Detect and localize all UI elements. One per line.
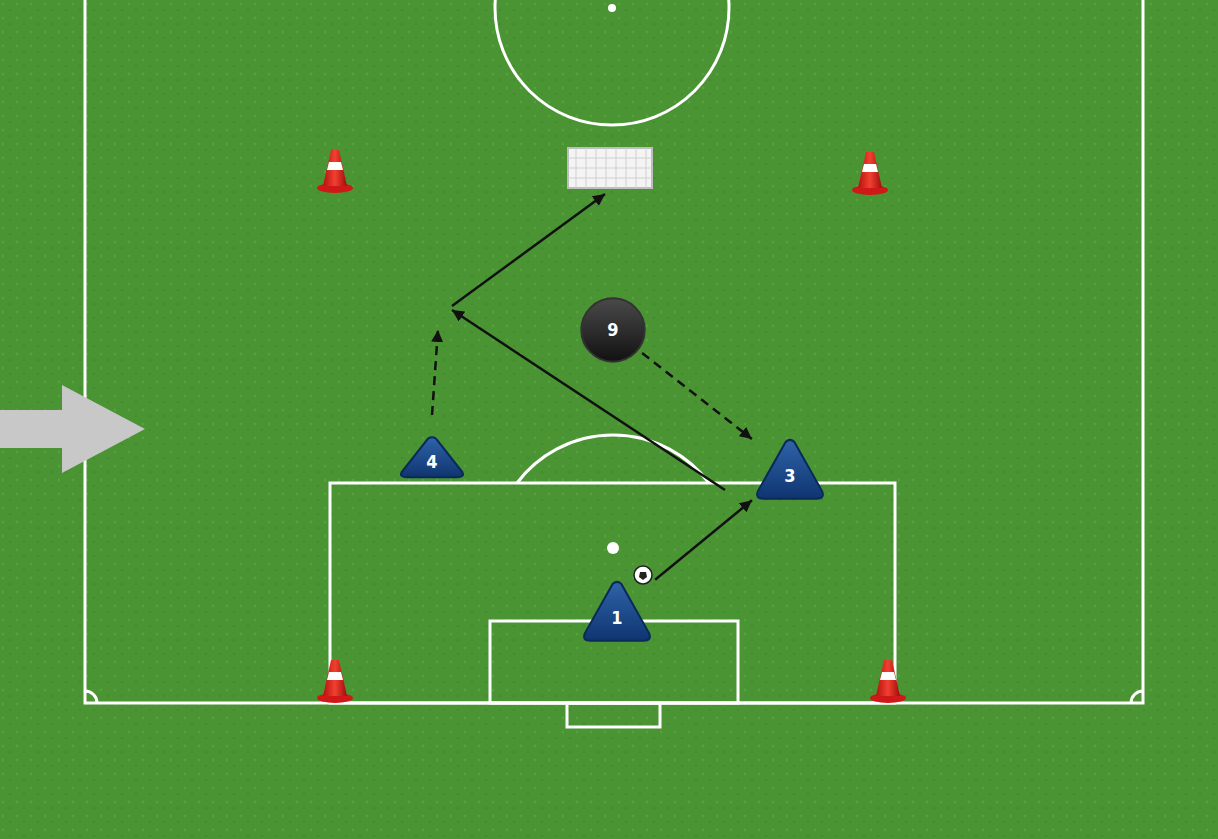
cone-body: [858, 152, 882, 188]
cone-body: [323, 150, 347, 186]
centre-circle: [495, 0, 729, 125]
cone: [852, 152, 888, 195]
player-triangle: [584, 582, 650, 641]
cone-stripe: [327, 162, 343, 170]
touch-line: [85, 0, 1143, 703]
pass-arrow: [655, 500, 752, 579]
centre-spot: [608, 4, 616, 12]
ball: [634, 566, 652, 584]
cone-body: [876, 660, 900, 696]
cone: [317, 150, 353, 193]
direction-arrow: [0, 385, 145, 473]
cone-stripe: [327, 672, 343, 680]
run-arrow: [642, 353, 752, 439]
cone-stripe: [862, 164, 878, 172]
mini-goal: [568, 148, 652, 188]
player-marker: 1: [582, 580, 652, 642]
player-number: 4: [426, 453, 437, 471]
player-number: 1: [611, 609, 622, 627]
penalty-box: [330, 483, 895, 703]
cone-body: [323, 660, 347, 696]
cone: [317, 660, 353, 703]
goal: [567, 703, 660, 727]
shot-line: [452, 194, 605, 306]
mini-goal: [568, 148, 652, 188]
penalty-spot: [607, 542, 619, 554]
opponent-marker: 9: [580, 297, 646, 363]
opponent-disc: [581, 298, 644, 361]
corner-arc: [85, 691, 97, 703]
player-marker: 4: [399, 436, 465, 478]
player-number: 3: [784, 467, 795, 485]
cones: [317, 150, 906, 703]
cone-stripe: [880, 672, 896, 680]
player-number: 9: [607, 321, 618, 339]
ball: [634, 566, 652, 584]
corner-arc: [1131, 691, 1143, 703]
ball-patch: [639, 572, 647, 580]
player-triangle: [401, 437, 463, 477]
run-line: [432, 330, 438, 415]
player-marker: 3: [755, 438, 825, 500]
goal-net: [568, 148, 652, 188]
cone: [870, 660, 906, 703]
player-triangle: [757, 440, 823, 499]
